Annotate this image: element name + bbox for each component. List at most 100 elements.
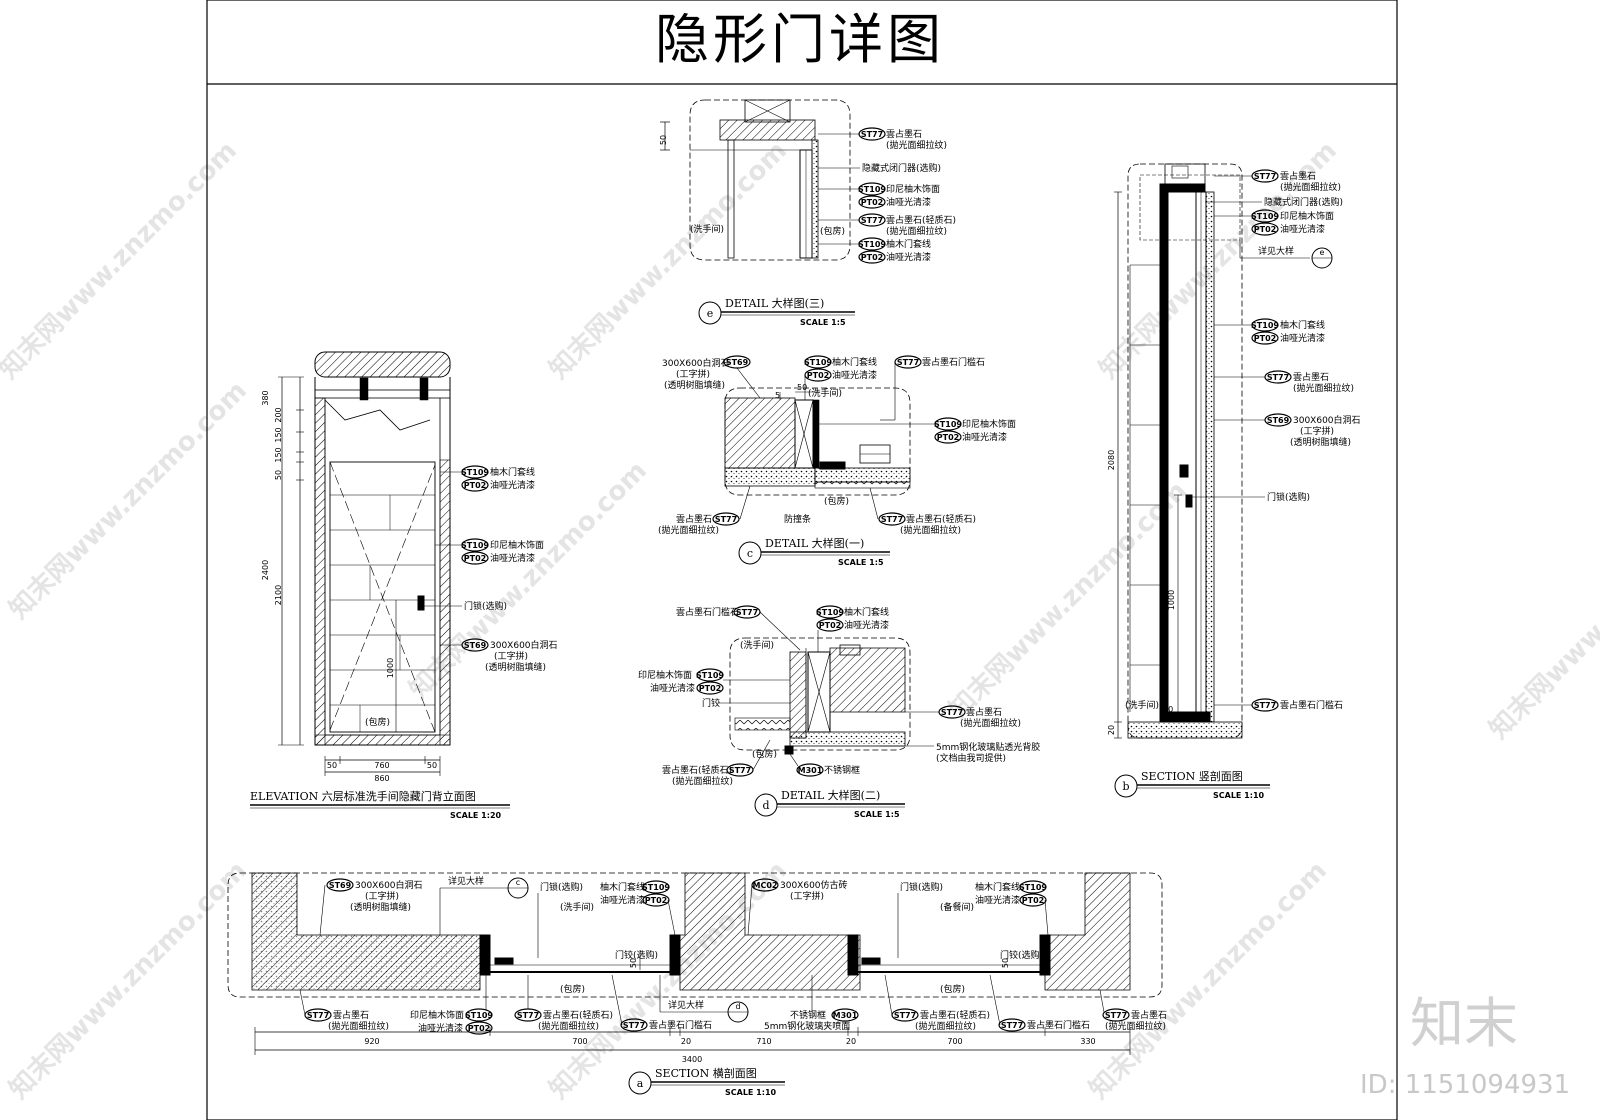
note-c-top: 柚木门套线 [832, 356, 877, 368]
marker-b: b [1122, 780, 1129, 793]
watermark-id: ID: 1151094931 [1360, 1070, 1570, 1100]
tag-d-tl: ST77 [736, 608, 758, 617]
elevation-drawing [278, 351, 451, 776]
label-a-hinge-1: 门铰(选购) [615, 949, 658, 961]
note-d-top: 柚木门套线 [844, 606, 889, 618]
tag-e-5: ST77 [861, 216, 883, 225]
detail-e [660, 99, 851, 261]
dim-e-50: 50 [659, 135, 668, 145]
note-c-tr: 雲占墨石门槛石 [922, 356, 985, 368]
room-c-1: (洗手间) [808, 387, 842, 399]
note-b-7: 雲占墨石 [1293, 371, 1329, 383]
note-b-9: 门锁(选购) [1267, 491, 1310, 503]
title-a: SECTION 横剖面图 [655, 1066, 757, 1080]
tag-e-6: ST109 [858, 240, 886, 249]
tag-a-b3: ST77 [517, 1011, 539, 1020]
section-b-notes: ST77 雲占墨石 (拋光面细拉纹) 隐藏式闭门器(选购) ST109 印尼柚木… [1192, 169, 1361, 712]
dim-el-50: 50 [274, 470, 283, 480]
tag-d-bl: ST77 [729, 766, 751, 775]
label-a-hinge-2: 门铰(选购) [1000, 949, 1043, 961]
tag-b-8: ST69 [1267, 416, 1290, 425]
note-d-steel: 不锈钢框 [824, 764, 860, 776]
note-a-t6b: 油哑光清漆 [975, 894, 1020, 906]
note-c-bl-b: (拋光面细拉纹) [658, 524, 719, 536]
tag-a-b8: ST77 [1105, 1011, 1127, 1020]
note-el-4: 300X600白洞石 [490, 639, 558, 651]
section-a-top-notes: ST69 300X600白洞石 (工字拼) (透明树脂填缝) 门锁(选购) 柚木… [319, 878, 1049, 958]
note-d-left2: 油哑光清漆 [650, 682, 695, 694]
tag-d-top2: PT02 [819, 621, 841, 630]
note-a-t1b: (工字拼) [365, 890, 399, 902]
label-d-glass2: (文档由我司提供) [936, 752, 1006, 764]
title-block-b: b SECTION 竖剖面图 SCALE 1:10 [1114, 769, 1270, 800]
dim-a-20a: 20 [681, 1037, 691, 1046]
tag-b-10: ST77 [1254, 701, 1276, 710]
note-e-1: 雲占墨石 [886, 128, 922, 140]
marker-c: c [747, 547, 753, 560]
dim-a-920: 920 [364, 1037, 379, 1046]
watermark-4: 知末网www.znzmo.com [4, 376, 253, 625]
note-c-right2: 油哑光清漆 [962, 431, 1007, 443]
tag-b-3: ST109 [1251, 212, 1279, 221]
note-b-4: 油哑光清漆 [1280, 223, 1325, 235]
room-a-2: (包房) [560, 983, 585, 995]
note-d-top2: 油哑光清漆 [844, 619, 889, 631]
note-d-right: 雲占墨石 [966, 706, 1002, 718]
note-a-b8b: (拋光面细拉纹) [1105, 1020, 1166, 1032]
title-b: SECTION 竖剖面图 [1141, 769, 1243, 783]
note-a-b6b: (拋光面细拉纹) [915, 1020, 976, 1032]
tag-c-bl: ST77 [715, 515, 737, 524]
notes-d: 雲占墨石门槛石 ST77 ST109 柚木门套线 PT02 油哑光清漆 印尼柚木… [638, 605, 1040, 787]
note-e-5b: (拋光面细拉纹) [886, 225, 947, 237]
dim-a-50a: 50 [629, 958, 638, 968]
room-c-2: (包房) [824, 495, 849, 507]
tag-d-left: ST109 [696, 671, 724, 680]
tag-el-1: ST109 [461, 468, 489, 477]
title-e: DETAIL 大样图(三) [725, 296, 824, 310]
dim-el-150b: 150 [274, 447, 283, 462]
sheet-border [206, 0, 1398, 1120]
scale-e: SCALE 1:5 [800, 318, 846, 327]
note-a-t1c: (透明树脂填缝) [350, 901, 411, 913]
note-c-left: 300X600白洞石 [662, 357, 730, 369]
note-a-b3: 雲占墨石(轻质石) [543, 1009, 613, 1021]
note-a-b3b: (拋光面细拉纹) [538, 1020, 599, 1032]
note-d-left: 印尼柚木饰面 [638, 669, 692, 681]
dim-b-2080: 2080 [1107, 450, 1116, 470]
section-b [1114, 163, 1243, 739]
note-c-left-c: (透明树脂填缝) [664, 379, 725, 391]
note-el-4c: (透明树脂填缝) [485, 661, 546, 673]
note-a-b6: 雲占墨石(轻质石) [920, 1009, 990, 1021]
room-a-1: (洗手间) [560, 901, 594, 913]
marker-e: e [707, 307, 714, 320]
dim-el-2400: 2400 [261, 560, 270, 580]
dim-a-700b: 700 [947, 1037, 962, 1046]
title-block-elevation: ELEVATION 六层标准洗手间隐藏门背立面图 SCALE 1:20 [250, 789, 510, 820]
note-e-5: 雲占墨石(轻质石) [886, 214, 956, 226]
tag-a-b4: ST77 [623, 1021, 645, 1030]
dim-a-50b: 50 [1001, 958, 1010, 968]
dim-b-1000: 1000 [1167, 590, 1176, 610]
note-a-t1: 300X600白洞石 [355, 879, 423, 891]
tag-a-b6: ST77 [894, 1011, 916, 1020]
section-a-labels: (洗手间) (包房) (备餐间) (包房) 门铰(选购) 门铰(选购) 详见大样… [439, 875, 1043, 1023]
note-el-1: 柚木门套线 [490, 466, 535, 478]
detail-d [729, 637, 911, 755]
dim-el-1000: 1000 [386, 658, 395, 678]
tag-a-t3b: PT02 [645, 896, 667, 905]
dim-el-h860: 860 [374, 774, 389, 783]
watermark-logo: 知末 [1410, 992, 1518, 1055]
title-block-c: c DETAIL 大样图(一) SCALE 1:5 [738, 536, 890, 567]
room-el: (包房) [365, 716, 390, 728]
dim-el-200: 200 [274, 407, 283, 422]
label-d-hinge: 门铰 [702, 697, 720, 709]
note-a-b8: 雲占墨石 [1131, 1009, 1167, 1021]
note-b-5: 柚木门套线 [1280, 319, 1325, 331]
note-a-b2b: 油哑光清漆 [418, 1022, 463, 1034]
marker-b-ref: e [1320, 248, 1325, 257]
dim-el-h50b: 50 [427, 761, 437, 770]
tag-a-b2b: PT02 [468, 1024, 490, 1033]
note-a-b5b: 5mm钢化玻璃夹喷面 [764, 1020, 850, 1032]
dim-a-330: 330 [1080, 1037, 1095, 1046]
